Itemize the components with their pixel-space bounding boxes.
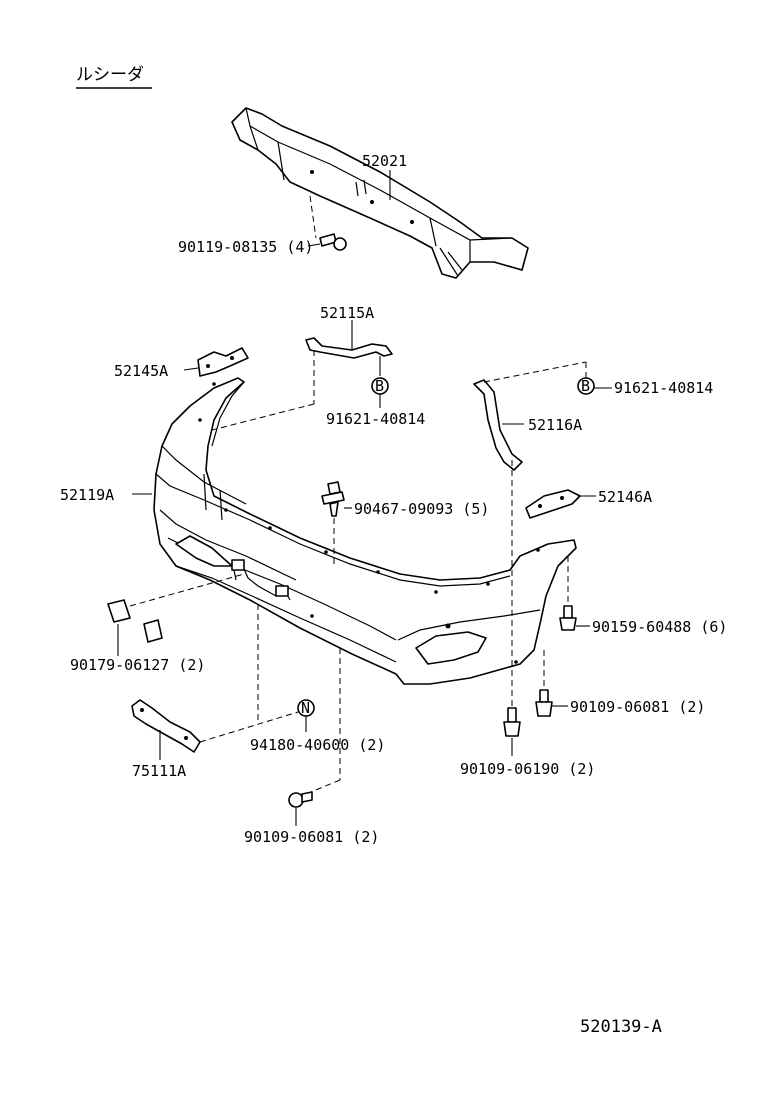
diagram-code: 520139-A [580,1017,662,1037]
screw-90159-60488[interactable] [559,605,577,631]
marker-b-right: B [577,377,595,395]
label-90179-06127: 90179-06127 (2) [70,656,205,674]
svg-text:B: B [581,377,590,395]
label-90467-09093: 90467-09093 (5) [354,500,489,518]
marker-b-left: B [371,377,389,395]
bolt-90119-08135[interactable] [319,233,347,251]
screw-90109-06190[interactable] [503,707,521,737]
svg-text:N: N [301,699,310,717]
clip-90467-09093[interactable] [321,481,345,517]
label-90109-06081-right: 90109-06081 (2) [570,698,705,716]
label-52119A: 52119A [60,486,114,504]
label-52146A: 52146A [598,488,652,506]
bumper-cover-52119A[interactable] [153,377,577,685]
bracket-75111A[interactable] [131,699,201,753]
label-52145A: 52145A [114,362,168,380]
label-91621-40814-left: 91621-40814 [326,410,425,428]
label-94180-40600: 94180-40600 (2) [250,736,385,754]
marker-n: N [297,699,315,717]
label-52116A: 52116A [528,416,582,434]
svg-text:B: B [375,377,384,395]
label-90119-08135: 90119-08135 (4) [178,238,313,256]
label-90109-06190: 90109-06190 (2) [460,760,595,778]
bumper-reinforcement-52021[interactable] [231,107,529,279]
label-90109-06081-bottom: 90109-06081 (2) [244,828,379,846]
label-75111A: 75111A [132,762,186,780]
bracket-52116A[interactable] [473,379,523,471]
label-91621-40814-right: 91621-40814 [614,379,713,397]
bracket-52145A[interactable] [197,347,249,377]
nut-90179-06127[interactable] [107,599,163,643]
bracket-52146A[interactable] [525,489,581,519]
bolt-90109-06081-right[interactable] [535,689,553,717]
title-text: ルシーダ [76,65,144,85]
bolt-90109-06081-bottom[interactable] [288,791,313,808]
label-90159-60488: 90159-60488 (6) [592,618,727,636]
bracket-52115A[interactable] [305,337,393,359]
diagram-title: ルシーダ [76,65,152,89]
label-52021: 52021 [362,152,407,170]
label-52115A: 52115A [320,304,374,322]
